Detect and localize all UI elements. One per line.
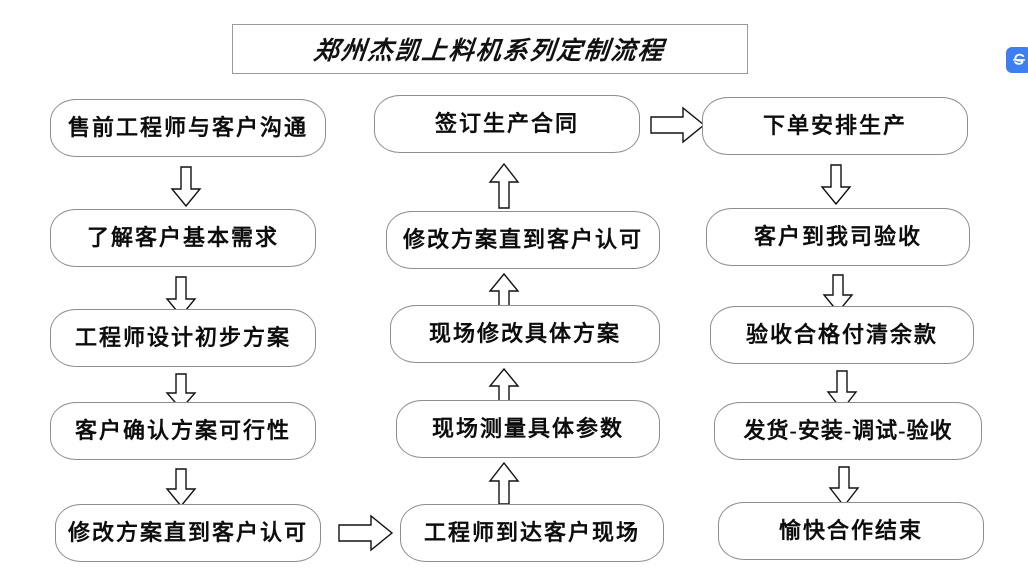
flow-node-c3n1[interactable]: 下单安排生产 bbox=[702, 97, 968, 155]
flow-node-c1n5[interactable]: 修改方案直到客户认可 bbox=[55, 504, 321, 562]
flow-node-label: 下单安排生产 bbox=[762, 113, 907, 138]
arrow-down-c1n1-c1n2 bbox=[170, 166, 202, 208]
flow-node-label: 发货-安装-调试-验收 bbox=[743, 418, 953, 443]
flow-node-label: 工程师到达客户现场 bbox=[423, 520, 640, 545]
flow-node-c2n5[interactable]: 工程师到达客户现场 bbox=[400, 504, 664, 562]
arrow-up-c2n2-c2n1 bbox=[488, 163, 520, 210]
flow-node-c3n5[interactable]: 愉快合作结束 bbox=[718, 502, 984, 560]
flow-node-label: 售前工程师与客户沟通 bbox=[67, 115, 308, 140]
flow-node-label: 签订生产合同 bbox=[434, 111, 579, 136]
flow-node-c3n3[interactable]: 验收合格付清余款 bbox=[710, 306, 974, 364]
flow-node-label: 修改方案直到客户认可 bbox=[402, 227, 643, 252]
arrow-down-c3n2-c3n3 bbox=[822, 274, 854, 314]
flow-node-label: 客户确认方案可行性 bbox=[74, 418, 291, 443]
arrow-up-c2n5-c2n4 bbox=[488, 462, 520, 506]
flow-node-label: 现场修改具体方案 bbox=[428, 321, 621, 346]
arrow-right-c1n5-c2n5 bbox=[338, 513, 394, 553]
badge-s-icon bbox=[1012, 53, 1026, 65]
flow-node-label: 愉快合作结束 bbox=[778, 518, 923, 543]
flow-node-label: 工程师设计初步方案 bbox=[74, 325, 291, 350]
diagram-title-text: 郑州杰凯上料机系列定制流程 bbox=[312, 38, 667, 65]
arrow-down-c1n2-c1n3 bbox=[165, 276, 197, 318]
arrow-down-c1n4-c1n5 bbox=[165, 468, 197, 508]
flow-node-c2n2[interactable]: 修改方案直到客户认可 bbox=[386, 211, 660, 269]
flow-node-label: 修改方案直到客户认可 bbox=[67, 520, 308, 545]
flow-node-c2n4[interactable]: 现场测量具体参数 bbox=[396, 400, 660, 458]
arrow-down-c3n1-c3n2 bbox=[820, 164, 852, 206]
arrow-down-c1n3-c1n4 bbox=[165, 373, 197, 411]
sogou-watermark-badge bbox=[1006, 47, 1028, 73]
flow-node-c3n2[interactable]: 客户到我司验收 bbox=[706, 208, 970, 266]
flow-node-c1n3[interactable]: 工程师设计初步方案 bbox=[50, 309, 316, 367]
arrow-down-c3n3-c3n4 bbox=[826, 370, 858, 412]
flow-node-c3n4[interactable]: 发货-安装-调试-验收 bbox=[714, 402, 982, 460]
flow-node-label: 验收合格付清余款 bbox=[745, 322, 938, 347]
flow-node-c2n1[interactable]: 签订生产合同 bbox=[374, 95, 640, 153]
flow-node-c1n4[interactable]: 客户确认方案可行性 bbox=[50, 402, 316, 460]
diagram-title-box: 郑州杰凯上料机系列定制流程 bbox=[232, 24, 748, 74]
flow-node-c1n2[interactable]: 了解客户基本需求 bbox=[50, 209, 316, 267]
flow-node-c2n3[interactable]: 现场修改具体方案 bbox=[390, 305, 660, 363]
flow-node-label: 现场测量具体参数 bbox=[431, 416, 624, 441]
flow-node-label: 客户到我司验收 bbox=[753, 224, 922, 249]
flow-node-label: 了解客户基本需求 bbox=[86, 225, 279, 250]
arrow-right-c2n1-c3n1 bbox=[650, 105, 706, 145]
flow-node-c1n1[interactable]: 售前工程师与客户沟通 bbox=[50, 99, 326, 157]
arrow-down-c3n4-c3n5 bbox=[828, 466, 860, 508]
